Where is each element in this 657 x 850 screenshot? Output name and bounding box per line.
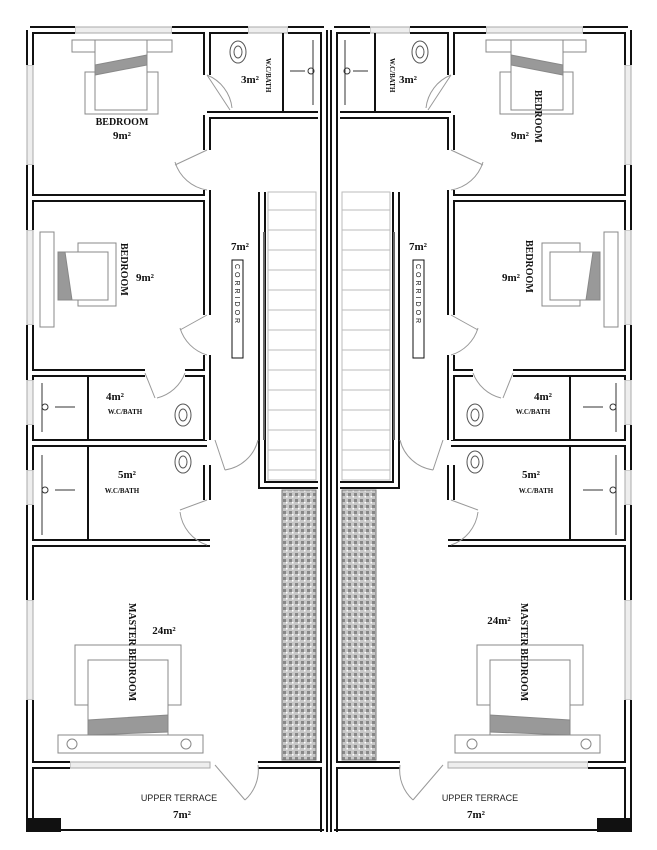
terrace-area: 7m²	[467, 809, 486, 821]
terrace-name: UPPER TERRACE	[141, 793, 217, 803]
wc-top-name: W.C/BATH	[388, 58, 396, 93]
wc-low-name: W.C/BATH	[519, 487, 554, 495]
master-area: 24m²	[487, 615, 511, 627]
wc-mid-name: W.C/BATH	[516, 408, 551, 416]
bedroom-top-area: 9m²	[113, 130, 132, 142]
bedroom-mid-area: 9m²	[136, 272, 155, 284]
terrace-area: 7m²	[173, 809, 192, 821]
left-unit-labels: BEDROOM 9m² 3m² W.C/BATH 7m² CORRIDOR BE…	[96, 58, 272, 821]
wc-low-name: W.C/BATH	[105, 487, 140, 495]
bedroom-top-name: BEDROOM	[532, 90, 543, 143]
wc-low-area: 5m²	[118, 469, 137, 481]
master-name: MASTER BEDROOM	[126, 603, 137, 702]
bedroom-top-name: BEDROOM	[96, 117, 149, 128]
bedroom-top-area: 9m²	[511, 130, 530, 142]
master-area: 24m²	[152, 625, 176, 637]
wc-mid-area: 4m²	[106, 391, 125, 403]
wc-mid-area: 4m²	[534, 391, 553, 403]
wc-mid-name: W.C/BATH	[108, 408, 143, 416]
wc-top-area: 3m²	[399, 74, 418, 86]
left-unit-walls	[27, 27, 324, 832]
master-name: MASTER BEDROOM	[518, 603, 529, 702]
corridor-name: CORRIDOR	[233, 264, 240, 326]
wc-low-area: 5m²	[522, 469, 541, 481]
bedroom-mid-name: BEDROOM	[118, 243, 129, 296]
right-unit-labels: BEDROOM 9m² 3m² W.C/BATH 7m² CORRIDOR BE…	[388, 58, 554, 821]
corridor-label-box	[412, 259, 425, 359]
corridor-name: CORRIDOR	[414, 264, 421, 326]
wc-top-area: 3m²	[241, 74, 260, 86]
corridor-label-box	[231, 259, 244, 359]
right-unit-walls	[334, 27, 631, 832]
bedroom-mid-name: BEDROOM	[523, 240, 534, 293]
bedroom-mid-area: 9m²	[502, 272, 521, 284]
corridor-area: 7m²	[231, 241, 250, 253]
corridor-area: 7m²	[409, 241, 428, 253]
wc-top-name: W.C/BATH	[264, 58, 272, 93]
terrace-name: UPPER TERRACE	[442, 793, 518, 803]
